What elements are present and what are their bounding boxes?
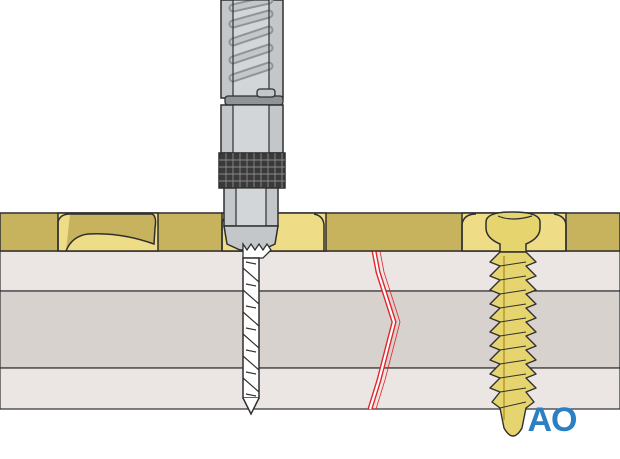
cortical-screw-icon bbox=[485, 211, 541, 437]
ao-logo: AO bbox=[528, 401, 579, 439]
ao-logo-text: AO bbox=[528, 401, 578, 439]
fracture-line-icon bbox=[367, 250, 401, 410]
drill-bit-icon bbox=[242, 241, 272, 416]
spring-icon bbox=[228, 0, 274, 83]
drill-guide-icon bbox=[218, 0, 286, 251]
knurled-grip bbox=[218, 152, 286, 189]
